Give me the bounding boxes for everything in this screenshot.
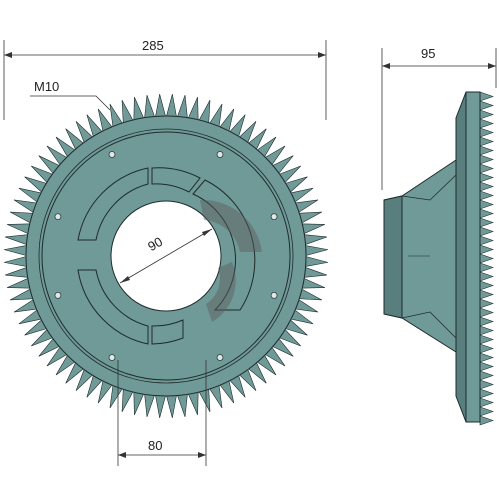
side-hub-rib-bottom xyxy=(401,311,457,339)
side-gear-tooth xyxy=(479,406,494,417)
side-gear-tooth xyxy=(479,415,494,426)
overall-diameter-label: 285 xyxy=(142,38,164,53)
thread-callout: M10 xyxy=(30,79,111,111)
bore-dimension-line xyxy=(119,228,213,284)
gear-tooth xyxy=(165,94,178,119)
side-hub-face xyxy=(383,195,403,319)
hub-width-dimension: 95 xyxy=(381,46,497,190)
overall-diameter-dimension: 285 xyxy=(3,38,327,120)
side-gear-tooth xyxy=(479,253,494,264)
bore-dimension-arrow-right xyxy=(202,229,212,236)
bolt-hole xyxy=(54,291,62,299)
bolt-spacing-dimension: 80 xyxy=(117,360,207,466)
bolt-hole xyxy=(54,213,62,221)
side-gear-tooth xyxy=(479,118,494,129)
side-gear-tooth xyxy=(479,145,494,156)
gear-tooth xyxy=(5,234,31,246)
hub-segments xyxy=(77,167,256,345)
watermark-logo xyxy=(200,199,262,322)
side-gear-tooth xyxy=(479,199,494,210)
side-gear-tooth xyxy=(479,235,494,246)
side-gear-tooth xyxy=(479,298,494,309)
side-gear-tooth xyxy=(479,307,494,318)
side-gear-tooth xyxy=(479,163,494,174)
gear-tooth xyxy=(301,234,327,246)
side-hub-rib-top xyxy=(401,174,457,201)
gear-tooth xyxy=(144,391,156,417)
hub-segment-bottom xyxy=(151,319,184,345)
gear-tooth xyxy=(176,95,188,121)
gear-tooth xyxy=(303,255,328,268)
gear-tooth xyxy=(4,244,29,257)
side-gear-tooth xyxy=(479,325,494,336)
gear-tooth xyxy=(176,391,188,417)
side-gear-tooth xyxy=(479,190,494,201)
gear-tooth xyxy=(165,393,178,418)
side-gear-tooth xyxy=(479,361,494,372)
side-gear-tooth xyxy=(479,289,494,300)
hub-segment-right xyxy=(192,179,256,311)
side-gear-tooth xyxy=(479,280,494,291)
bolt-hole xyxy=(270,291,278,299)
side-gear-tooth xyxy=(479,334,494,345)
bolt-hole xyxy=(216,354,224,361)
side-gear-tooth xyxy=(479,370,494,381)
gear-tooth xyxy=(4,255,29,268)
gear-tooth xyxy=(154,393,167,418)
bore-dimension-arrow-left xyxy=(120,276,130,283)
side-gear-tooth xyxy=(479,343,494,354)
side-gear-tooth xyxy=(479,217,494,228)
bolt-hole xyxy=(216,151,224,158)
hub-segment-lower-left xyxy=(77,269,149,345)
side-gear-tooth xyxy=(479,244,494,255)
side-gear-tooth xyxy=(479,91,494,102)
hub-width-label: 95 xyxy=(421,46,435,61)
side-gear-tooth xyxy=(479,208,494,219)
front-view: 90 xyxy=(4,94,328,418)
side-gear-tooth xyxy=(479,154,494,165)
bolt-hole xyxy=(108,151,116,158)
side-gear-tooth xyxy=(479,109,494,120)
side-gear-teeth xyxy=(479,91,494,426)
side-gear-tooth xyxy=(479,388,494,399)
side-gear-tooth xyxy=(479,181,494,192)
thread-label: M10 xyxy=(34,79,59,94)
side-gear-tooth xyxy=(479,136,494,147)
side-gear-tooth xyxy=(479,352,494,363)
side-gear-tooth xyxy=(479,100,494,111)
gear-tooth xyxy=(301,266,327,278)
inner-ring-edge xyxy=(38,128,294,384)
side-gear-tooth xyxy=(479,262,494,273)
gear-tooth xyxy=(154,94,167,119)
hub-segment-upper-left xyxy=(77,167,149,241)
side-gear-tooth xyxy=(479,397,494,408)
side-disc xyxy=(465,91,481,423)
bolt-hole xyxy=(108,354,116,361)
side-gear-tooth xyxy=(479,379,494,390)
bolt-holes xyxy=(54,151,278,361)
side-gear-tooth xyxy=(479,226,494,237)
hub-segment-top xyxy=(151,167,201,193)
gear-tooth xyxy=(303,244,328,257)
side-gear-tooth xyxy=(479,172,494,183)
gear-tooth xyxy=(144,95,156,121)
gear-tooth xyxy=(5,266,31,278)
bolt-spacing-label: 80 xyxy=(148,438,162,453)
side-gear-tooth xyxy=(479,271,494,282)
bore-diameter-label: 90 xyxy=(145,234,165,254)
bolt-hole xyxy=(270,213,278,221)
side-gear-tooth xyxy=(479,316,494,327)
side-disc-taper xyxy=(455,91,467,423)
side-gear-tooth xyxy=(479,127,494,138)
side-view xyxy=(383,91,494,426)
